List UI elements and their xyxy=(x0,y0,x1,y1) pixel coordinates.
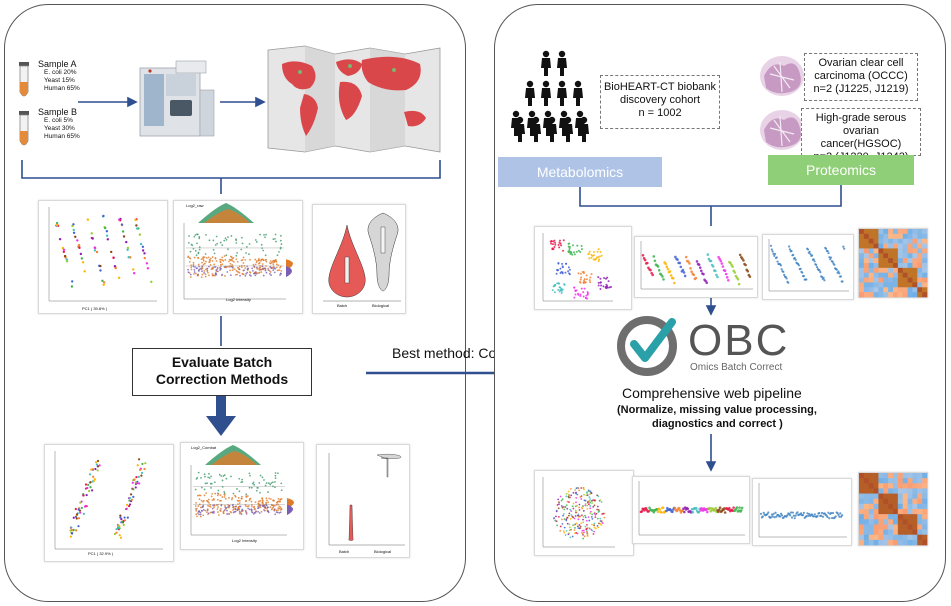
hgsoc-box: High-grade serous ovarian cancer(HGSOC) … xyxy=(801,108,921,163)
tube-a-icon xyxy=(19,62,29,97)
pipeline-desc-2: diagnostics and correct ) xyxy=(652,418,783,430)
violin-before-batch-label: Batch xyxy=(337,303,348,308)
prot-trend-after-plot xyxy=(752,478,852,546)
occc-box: Ovarian clear cell carcinoma (OCCC) n=2 … xyxy=(804,53,918,101)
hgsoc-line2: cancer(HGSOC) xyxy=(820,138,902,150)
metab-pca-before-plot xyxy=(534,226,632,310)
obc-logo-text: OBC xyxy=(688,316,790,365)
violin-after-bio-label: Biological xyxy=(374,549,392,554)
ma-before-xlabel: Log2 Intensity xyxy=(226,297,251,302)
cohort-line1: BioHEART-CT biobank xyxy=(603,81,717,93)
ma-before-title: Log2_raw xyxy=(186,203,204,208)
hgsoc-line1: High-grade serous ovarian xyxy=(815,112,907,137)
metab-trend-after-plot xyxy=(632,476,750,544)
tube-b-icon xyxy=(19,111,29,146)
pca-before-xlabel: PC1 ( 39.8% ) xyxy=(82,306,108,311)
metab-trend-before-plot xyxy=(634,236,758,298)
ma-after-plot xyxy=(180,442,304,550)
cohort-box: BioHEART-CT biobank discovery cohort n =… xyxy=(600,75,720,129)
sample-b-line3: Human 65% xyxy=(44,133,80,140)
violin-before-bio-label: Biological xyxy=(372,303,390,308)
evaluate-line2: Correction Methods xyxy=(155,371,289,387)
cohort-line2: discovery cohort xyxy=(619,94,701,106)
sample-b-title: Sample B xyxy=(38,107,78,117)
ma-before-plot xyxy=(173,200,303,314)
occc-line3: n=2 (J1225, J1219) xyxy=(813,83,909,95)
pca-before-plot xyxy=(38,200,168,314)
cohort-line3: n = 1002 xyxy=(638,107,682,119)
sample-b-line2: Yeast 30% xyxy=(44,125,75,132)
violin-before-plot xyxy=(312,204,406,314)
evaluate-line1: Evaluate Batch xyxy=(171,354,273,370)
occc-line2: carcinoma (OCCC) xyxy=(814,70,908,82)
sample-b-line1: E. coli 5% xyxy=(44,117,73,124)
occc-line1: Ovarian clear cell xyxy=(818,57,904,69)
pipeline-desc-1: (Normalize, missing value processing, xyxy=(617,404,817,416)
metab-pca-after-plot xyxy=(534,470,634,556)
pca-after-xlabel: PC1 ( 32.9% ) xyxy=(88,551,114,556)
sample-a-line2: Yeast 15% xyxy=(44,77,75,84)
ma-after-title: Log2_Combat xyxy=(191,445,217,450)
violin-after-plot xyxy=(316,444,410,558)
violin-after-batch-label: Batch xyxy=(339,549,350,554)
ovary-tissue-icon-2 xyxy=(760,110,804,150)
ma-after-xlabel: Log2 Intensity xyxy=(232,538,257,543)
prot-trend-before-plot xyxy=(762,234,854,300)
sample-a-title: Sample A xyxy=(38,59,77,69)
sample-a-line1: E. coli 20% xyxy=(44,69,77,76)
heatmap-after-plot xyxy=(858,472,928,546)
pca-after-plot xyxy=(44,444,174,562)
sample-a-line3: Human 65% xyxy=(44,85,80,92)
heatmap-before-plot xyxy=(858,228,928,298)
proteomics-box: Proteomics xyxy=(768,155,914,185)
ovary-tissue-icon-1 xyxy=(760,56,804,96)
evaluate-box: Evaluate Batch Correction Methods xyxy=(132,348,312,396)
pipeline-title: Comprehensive web pipeline xyxy=(622,385,802,401)
metabolomics-box: Metabolomics xyxy=(498,157,662,187)
obc-subtitle: Omics Batch Correct xyxy=(690,362,783,373)
